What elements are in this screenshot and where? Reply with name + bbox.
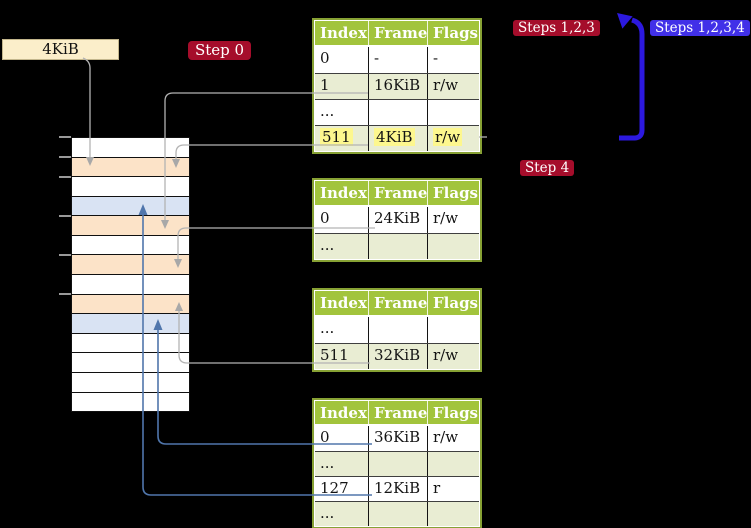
table-header-row: Index Frame Flags [315, 181, 479, 207]
cell-value: 127 [320, 479, 349, 497]
column-header: Frame [369, 291, 428, 315]
address-tick [59, 254, 71, 256]
table-row: ... [315, 501, 479, 526]
column-header: Flags [433, 294, 478, 312]
cell-value: 1 [320, 76, 330, 94]
memory-row [72, 392, 189, 412]
step4-badge: Step 4 [520, 160, 575, 176]
table-header-row: Index Frame Flags [315, 291, 479, 317]
cell-value: 16KiB [374, 76, 421, 94]
memory-row [72, 235, 189, 256]
memory-row [72, 353, 189, 373]
address-tick [59, 136, 71, 138]
page-table-2: Index Frame Flags 0 24KiB r/w ... [312, 178, 482, 262]
column-header: Index [315, 21, 369, 45]
table-header-row: Index Frame Flags [315, 401, 479, 426]
table-row: ... [315, 233, 479, 259]
table-row-recursive-entry: 511 4KiB r/w [315, 125, 479, 151]
highlighted-cell-value: r/w [433, 128, 463, 146]
address-tick [59, 156, 71, 158]
cell-value: 24KiB [374, 209, 421, 227]
address-tick [59, 293, 71, 295]
cell-value: ... [320, 504, 335, 522]
column-header: Index [315, 401, 369, 424]
column-header: Flags [433, 184, 478, 202]
cell-value: 0 [320, 49, 330, 67]
cell-value: ... [320, 454, 335, 472]
cell-value: 0 [320, 428, 330, 446]
memory-row [72, 333, 189, 354]
memory-row [72, 255, 189, 276]
cell-value: 36KiB [374, 428, 421, 446]
cell-value: r [433, 479, 441, 497]
page-table-4: Index Frame Flags 0 36KiB r/w ... 127 12… [312, 398, 482, 528]
cell-value: r/w [433, 209, 459, 227]
table-row: 127 12KiB r [315, 476, 479, 501]
page-table-1: Index Frame Flags 0 - - 1 16KiB r/w ... … [312, 18, 482, 154]
cell-value: r/w [433, 346, 459, 364]
frame-size-box: 4KiB [2, 39, 119, 60]
cell-value: 511 [320, 346, 349, 364]
table-row: ... [315, 451, 479, 476]
table-row: 511 32KiB r/w [315, 343, 479, 369]
table-row: 1 16KiB r/w [315, 73, 479, 99]
steps123-badge: Steps 1,2,3 [513, 20, 600, 36]
cell-value: r/w [433, 428, 459, 446]
table-row: 0 24KiB r/w [315, 207, 479, 233]
column-header: Index [315, 181, 369, 205]
memory-row [72, 275, 189, 295]
cell-value: ... [320, 319, 335, 337]
column-header: Frame [369, 21, 428, 45]
memory-row [72, 216, 189, 236]
recursive-loop-arrowhead [617, 13, 633, 29]
cell-value: 32KiB [374, 346, 421, 364]
memory-row [72, 314, 189, 334]
step0-badge: Step 0 [188, 41, 252, 60]
cell-value: r/w [433, 76, 459, 94]
address-tick [59, 215, 71, 217]
table-row: 0 36KiB r/w [315, 426, 479, 451]
column-header: Frame [369, 181, 428, 205]
steps1234-badge: Steps 1,2,3,4 [650, 20, 750, 36]
table-row: 0 - - [315, 47, 479, 73]
cell-value: - [374, 49, 380, 67]
memory-row [72, 196, 189, 217]
column-header: Flags [433, 404, 478, 422]
cell-value: ... [320, 102, 335, 120]
address-tick [59, 176, 71, 178]
column-header: Index [315, 291, 369, 315]
cell-value: 0 [320, 209, 330, 227]
table-header-row: Index Frame Flags [315, 21, 479, 47]
recursive-loop-arrow [619, 17, 645, 141]
highlighted-cell-value: 4KiB [374, 128, 415, 146]
memory-row [72, 138, 189, 158]
memory-row [72, 157, 189, 178]
cell-value: - [433, 49, 439, 67]
table-row: ... [315, 317, 479, 343]
table-row: ... [315, 99, 479, 125]
column-header: Flags [433, 24, 478, 42]
memory-row [72, 294, 189, 315]
physical-memory-stack [71, 137, 190, 412]
column-header: Frame [369, 401, 428, 424]
memory-row [72, 177, 189, 197]
cell-value: ... [320, 236, 335, 254]
cell-value: 12KiB [374, 479, 421, 497]
page-table-3: Index Frame Flags ... 511 32KiB r/w [312, 288, 482, 372]
memory-row [72, 372, 189, 393]
highlighted-cell-value: 511 [320, 128, 353, 146]
